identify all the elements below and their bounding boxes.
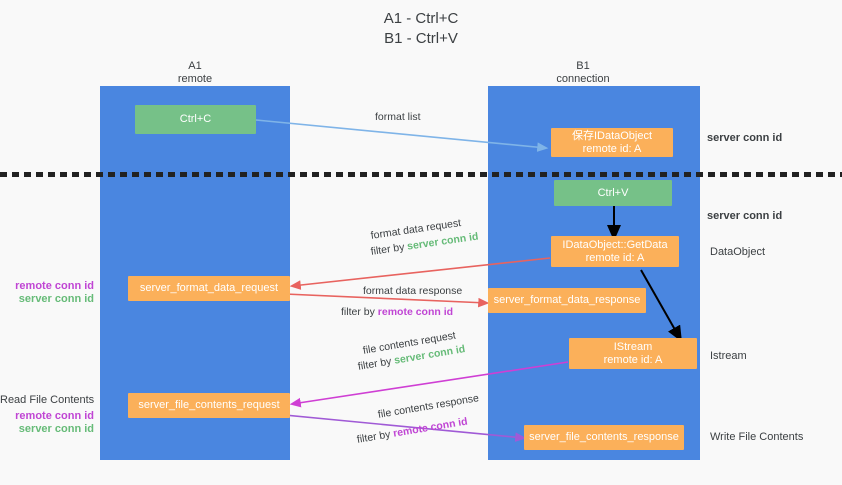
box-istream-line1: IStream bbox=[613, 340, 653, 353]
column-a1-sub: remote bbox=[177, 73, 213, 85]
column-a1-name: A1 bbox=[188, 60, 202, 72]
column-header-a1: A1 remote bbox=[100, 60, 290, 86]
title-line-1: A1 - Ctrl+C bbox=[383, 10, 459, 27]
left-label-remote-conn-id-2: remote conn id bbox=[15, 410, 94, 422]
left-label-read-file-contents: Read File Contents bbox=[0, 394, 95, 406]
edge-label-format-data-response: format data response bbox=[363, 285, 463, 297]
right-label-istream: Istream bbox=[710, 350, 747, 362]
box-server-format-data-request-label: server_format_data_request bbox=[139, 282, 279, 294]
box-getdata-line1: IDataObject::GetData bbox=[562, 238, 668, 251]
edge-label-format-data-response-filter: filter by remote conn id bbox=[341, 306, 453, 319]
box-ctrl-c-label: Ctrl+C bbox=[179, 113, 212, 125]
right-label-dataobject: DataObject bbox=[710, 246, 766, 258]
edge-label-file-contents-response-filter: filter by remote conn id bbox=[356, 416, 469, 447]
page-title: A1 - Ctrl+C B1 - Ctrl+V bbox=[0, 9, 842, 49]
box-server-file-contents-request[interactable]: server_file_contents_request bbox=[128, 393, 290, 418]
left-label-server-conn-id-2: server conn id bbox=[18, 423, 94, 435]
filter-prefix-3: filter by bbox=[357, 354, 396, 373]
filter-prefix-2: filter by bbox=[341, 306, 378, 318]
edge-label-format-list: format list bbox=[375, 111, 421, 123]
box-server-format-data-response[interactable]: server_format_data_response bbox=[488, 288, 646, 313]
box-ctrl-c[interactable]: Ctrl+C bbox=[135, 105, 256, 134]
column-header-b1: B1 connection bbox=[488, 60, 678, 86]
right-label-write-file-contents: Write File Contents bbox=[710, 431, 804, 443]
column-b1-sub: connection bbox=[556, 73, 610, 85]
right-label-server-conn-id-top: server conn id bbox=[707, 132, 783, 144]
left-label-server-conn-id-1: server conn id bbox=[18, 293, 94, 305]
box-server-format-data-response-label: server_format_data_response bbox=[493, 294, 641, 306]
box-server-format-data-request[interactable]: server_format_data_request bbox=[128, 276, 290, 301]
box-save-idataobject-line2: remote id: A bbox=[582, 142, 642, 155]
box-save-idataobject[interactable]: 保存IDataObject remote id: A bbox=[551, 128, 673, 157]
box-server-file-contents-request-label: server_file_contents_request bbox=[138, 399, 280, 411]
phase-divider bbox=[0, 172, 842, 177]
left-label-remote-conn-id-1: remote conn id bbox=[15, 280, 94, 292]
right-label-server-conn-id-mid: server conn id bbox=[707, 210, 783, 222]
box-server-file-contents-response[interactable]: server_file_contents_response bbox=[524, 425, 684, 450]
box-istream-line2: remote id: A bbox=[603, 353, 663, 366]
box-getdata-line2: remote id: A bbox=[585, 251, 645, 264]
box-server-file-contents-response-label: server_file_contents_response bbox=[529, 431, 679, 443]
box-save-idataobject-line1: 保存IDataObject bbox=[571, 129, 653, 142]
box-ctrl-v[interactable]: Ctrl+V bbox=[554, 180, 672, 206]
column-b1-name: B1 bbox=[576, 60, 590, 72]
box-istream[interactable]: IStream remote id: A bbox=[569, 338, 697, 369]
box-ctrl-v-label: Ctrl+V bbox=[597, 186, 629, 199]
title-line-2: B1 - Ctrl+V bbox=[384, 30, 458, 47]
filter-prefix-4: filter by bbox=[356, 427, 395, 446]
filter-key-remote-conn-id-1: remote conn id bbox=[377, 306, 454, 318]
filter-key-remote-conn-id-2: remote conn id bbox=[392, 415, 469, 440]
filter-prefix-1: filter by bbox=[370, 240, 409, 258]
box-idataobject-getdata[interactable]: IDataObject::GetData remote id: A bbox=[551, 236, 679, 267]
